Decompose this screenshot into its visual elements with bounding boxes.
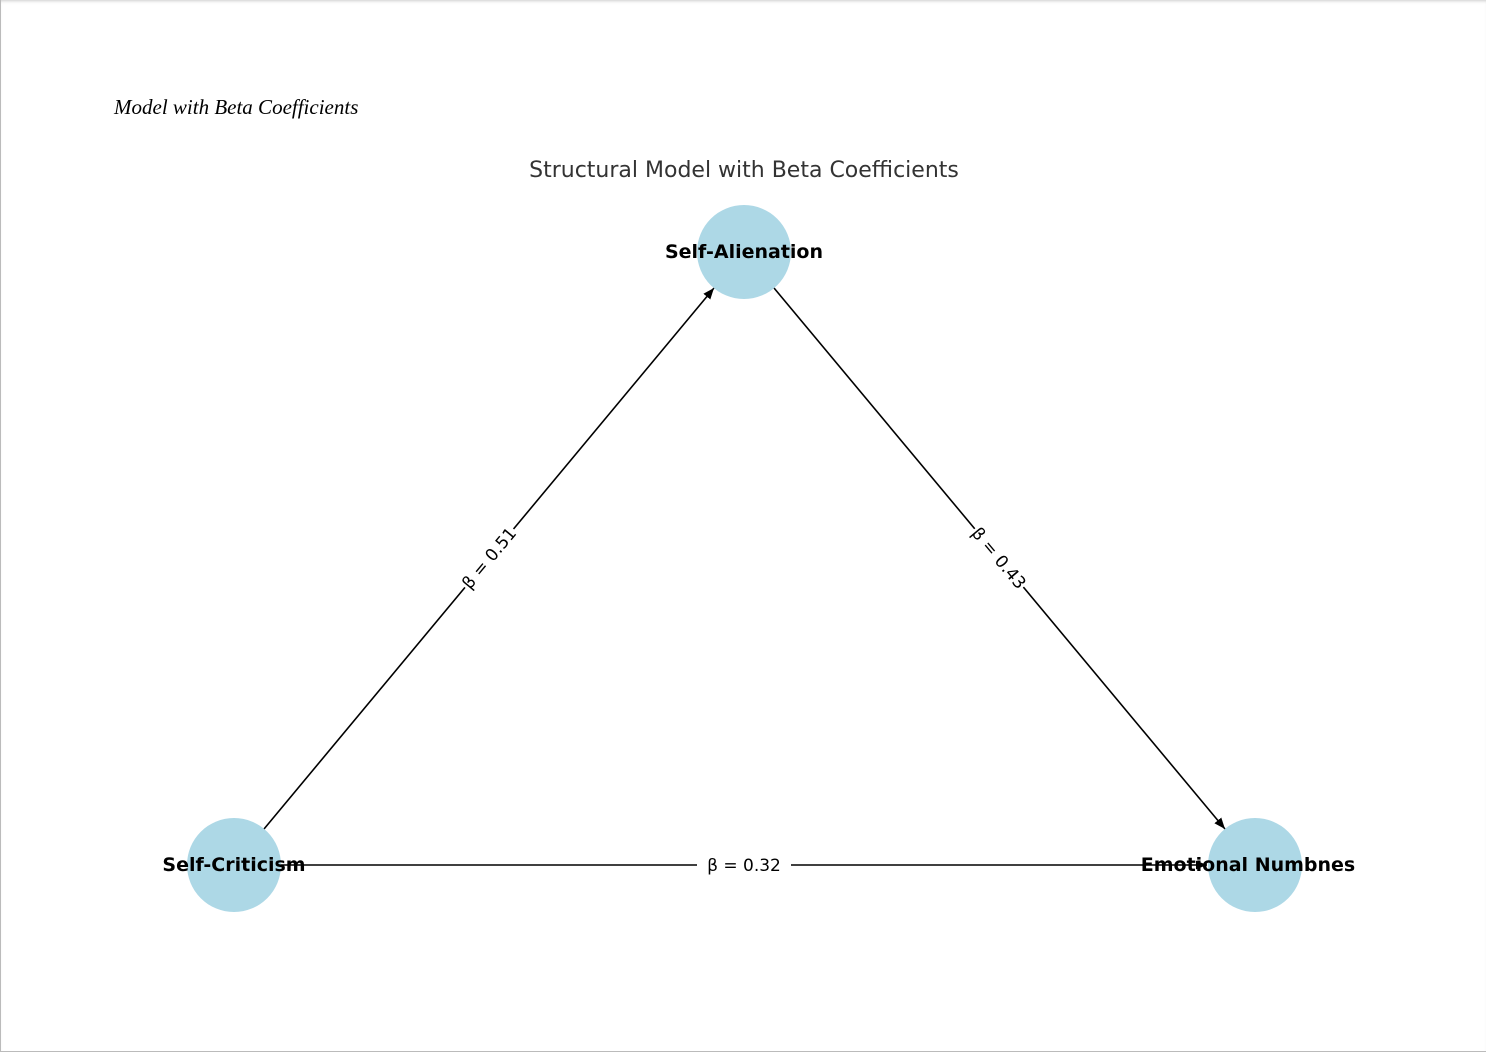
edge-label-group-sc-sa: β = 0.51: [456, 521, 522, 595]
figure-caption: Model with Beta Coefficients: [114, 95, 359, 119]
diagram-title: Structural Model with Beta Coefficients: [529, 158, 959, 183]
node-self-criticism: [187, 818, 281, 912]
edge-label-beta-043: β = 0.43: [967, 524, 1030, 593]
edge-label-beta-032: β = 0.32: [707, 856, 781, 876]
node-emotional-numbness: [1208, 818, 1302, 912]
edge-label-group-sc-en: β = 0.32: [697, 854, 791, 876]
node-label-self-alienation: Self-Alienation: [665, 241, 823, 263]
edge-label-beta-051: β = 0.51: [458, 524, 521, 593]
node-label-emotional-numbness: Emotional Numbnes: [1141, 854, 1356, 876]
node-self-alienation: [697, 205, 791, 299]
edge-label-group-sa-en: β = 0.43: [966, 521, 1032, 595]
node-label-self-criticism: Self-Criticism: [162, 854, 305, 876]
